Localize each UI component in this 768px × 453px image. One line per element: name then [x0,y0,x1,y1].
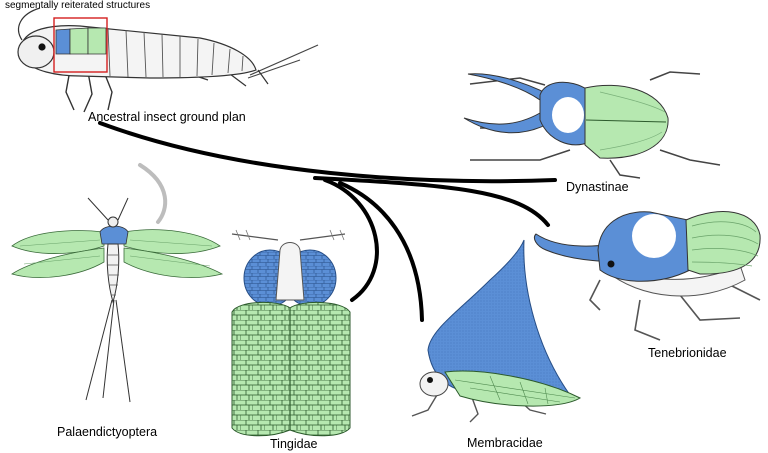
tingidae-illustration [231,229,351,437]
palaeodictyoptera-illustration [11,197,224,403]
taxon-label-membracidae: Membracidae [467,436,543,450]
membracidae-illustration [411,239,582,423]
taxon-label-tenebrionidae: Tenebrionidae [648,346,727,360]
taxon-label-dynastinae: Dynastinae [566,180,629,194]
extinct-branch [138,163,168,224]
segment-highlight-box [53,17,108,73]
root-label: Ancestral insect ground plan [88,110,246,124]
taxon-label-palaeodictyoptera: Palaendictyoptera [57,425,158,439]
phylogeny-branches [98,121,557,322]
dynastinae-illustration [463,71,721,179]
header-note: segmentally reiterated structures [5,0,151,11]
taxon-label-tingidae: Tingidae [270,437,318,451]
ancestral-insect-illustration [17,7,319,113]
tenebrionidae-illustration [533,211,761,341]
